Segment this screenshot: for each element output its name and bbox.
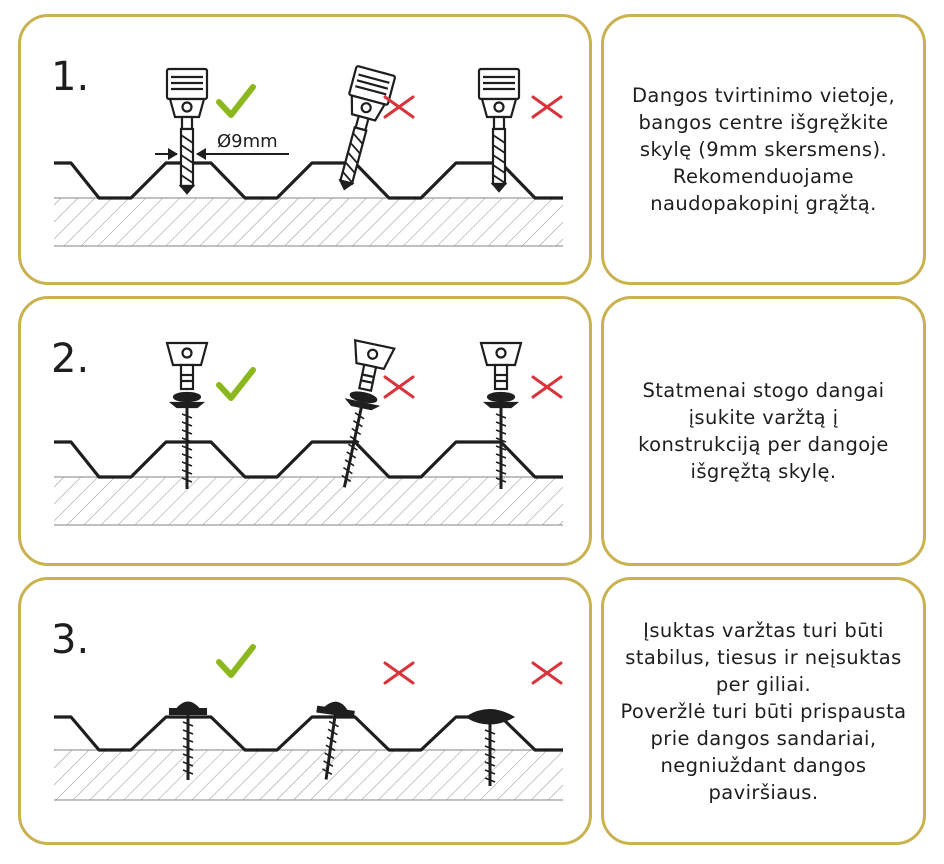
step-2-diagram xyxy=(54,338,563,526)
cross-icon xyxy=(531,375,563,399)
step-2-description: Statmenai stogo dangai įsukite varžtą į … xyxy=(638,379,889,483)
step-2-illustration-panel: 2. xyxy=(18,296,592,566)
step-1-description: Dangos tvirtinimo vietoje, bangos centre… xyxy=(631,84,896,215)
drill-bit-vertical xyxy=(165,67,209,195)
step-1-illustration-panel: 1. xyxy=(18,14,592,285)
cross-icon xyxy=(531,661,563,685)
diameter-label: Ø9mm xyxy=(217,131,278,152)
cross-icon xyxy=(383,661,415,685)
step-2-text-panel: Statmenai stogo dangai įsukite varžtą į … xyxy=(601,296,926,566)
drill-bit-off-center xyxy=(477,67,521,193)
step-1-text-panel: Dangos tvirtinimo vietoje, bangos centre… xyxy=(601,14,926,285)
diameter-dimension: Ø9mm xyxy=(155,131,289,160)
check-icon xyxy=(216,644,256,678)
screw-tilted xyxy=(341,338,396,488)
step-3-diagram xyxy=(54,644,563,801)
cross-icon xyxy=(383,375,415,399)
step-1-number: 1. xyxy=(51,54,90,100)
drill-bit-tilted xyxy=(338,65,396,191)
substrate-hatch xyxy=(54,476,563,526)
check-icon xyxy=(216,84,256,118)
roof-sheet-profile xyxy=(54,161,563,200)
screw-vertical xyxy=(165,341,209,489)
installed-screw-overtightened xyxy=(465,709,516,786)
installed-screw-correct xyxy=(169,701,207,780)
step-1-diagram: Ø9mm xyxy=(54,65,563,247)
check-icon xyxy=(216,367,256,401)
substrate-hatch xyxy=(54,197,563,247)
step-3-text-panel: Įsuktas varžtas turi būti stabilus, ties… xyxy=(601,577,926,845)
step-2-number: 2. xyxy=(51,336,90,382)
step-3-number: 3. xyxy=(51,617,90,663)
screw-off-center xyxy=(479,341,523,489)
substrate-hatch xyxy=(54,749,563,801)
step-3-illustration-panel: 3. xyxy=(18,577,592,845)
installed-screw-tilted xyxy=(316,701,355,780)
cross-icon xyxy=(383,95,415,119)
cross-icon xyxy=(531,95,563,119)
step-3-description: Įsuktas varžtas turi būti stabilus, ties… xyxy=(620,618,907,804)
roof-sheet-profile xyxy=(54,440,563,479)
